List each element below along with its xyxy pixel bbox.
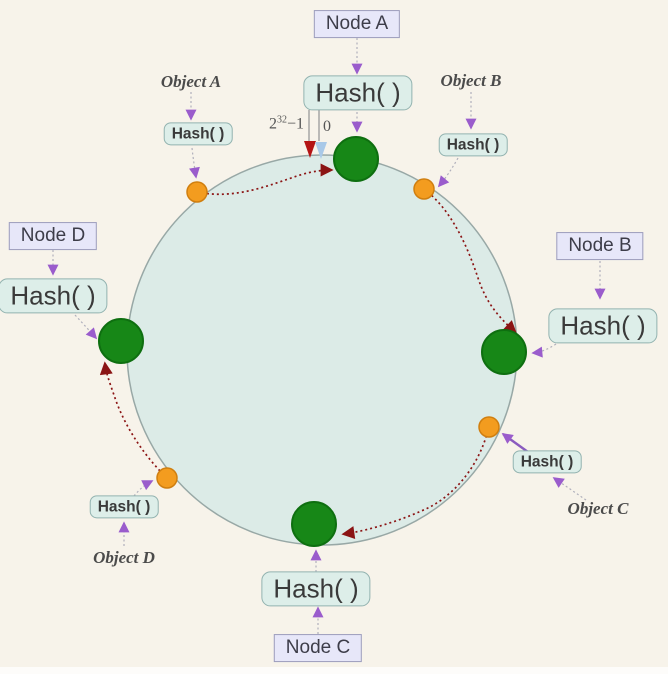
- object-c-hash-box: Hash( ): [512, 450, 582, 474]
- object-d-label: Object D: [93, 548, 155, 567]
- arrow-hash-object-c-to-ring: [501, 433, 529, 453]
- origin-max-value-label: 232−1: [268, 114, 304, 133]
- origin-zero-value-label: 0: [323, 118, 331, 135]
- node-c-hash-box: Hash( ): [261, 571, 371, 607]
- arrow-hash-b-to-ring: [531, 343, 557, 358]
- node-b-label: Node B: [556, 232, 644, 260]
- bottom-edge-strip: [0, 667, 668, 674]
- arrow-hash-object-d-to-ring: [133, 480, 154, 497]
- node-d-label: Node D: [8, 222, 98, 250]
- object-a-label: Object A: [160, 72, 222, 91]
- origin-zero-arrow-icon: [315, 142, 327, 159]
- object-d-point: [156, 467, 178, 489]
- node-c-label: Node C: [273, 634, 363, 662]
- node-c-circle: [291, 501, 337, 547]
- mapping-arrow-object-d-to-node-d: [99, 361, 168, 479]
- node-d-circle: [98, 318, 144, 364]
- object-a-hash-box: Hash( ): [163, 122, 233, 146]
- node-d-hash-box: Hash( ): [0, 278, 108, 314]
- arrow-hash-d-to-ring: [74, 314, 98, 340]
- mapping-arrow-object-b-to-node-b: [423, 188, 517, 334]
- object-a-point: [186, 181, 208, 203]
- node-a-label: Node A: [313, 10, 401, 38]
- mapping-arrow-object-a-to-node-a: [196, 163, 334, 196]
- node-b-circle: [481, 329, 527, 375]
- object-b-hash-box: Hash( ): [438, 133, 508, 157]
- object-b-label: Object B: [440, 71, 502, 90]
- object-d-hash-box: Hash( ): [89, 495, 159, 519]
- mapping-arrow-object-c-to-node-c: [341, 425, 490, 539]
- arrow-object-c-to-hash: [552, 477, 587, 501]
- arrow-hash-object-b-to-ring: [437, 157, 459, 188]
- object-c-point: [478, 416, 500, 438]
- origin-max-arrow-icon: [304, 141, 316, 158]
- node-a-hash-box: Hash( ): [303, 75, 413, 111]
- object-c-label: Object C: [567, 499, 629, 518]
- object-b-point: [413, 178, 435, 200]
- hash-ring: [126, 154, 518, 546]
- arrow-hash-object-a-to-ring: [189, 147, 200, 179]
- node-a-circle: [333, 136, 379, 182]
- node-b-hash-box: Hash( ): [548, 308, 658, 344]
